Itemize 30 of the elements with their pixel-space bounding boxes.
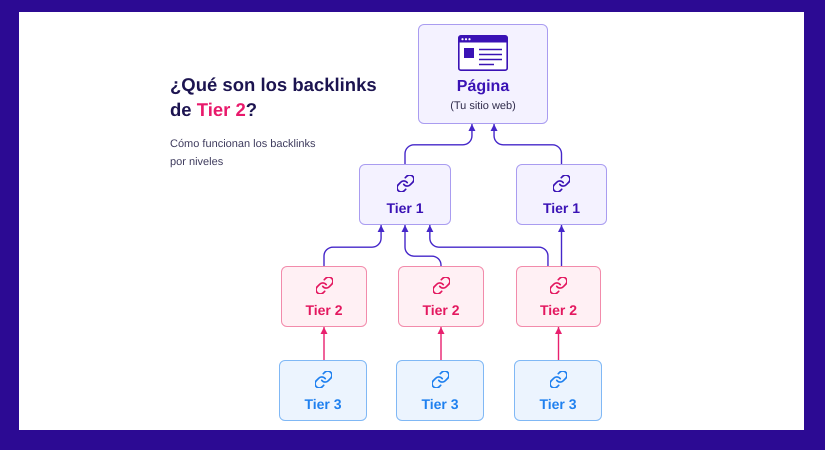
tier-box (514, 360, 602, 421)
node-subtitle: (Tu sitio web) (450, 99, 516, 113)
tier-box (516, 164, 607, 225)
tier-label: Tier 3 (304, 395, 342, 413)
arrow (426, 225, 549, 266)
tier-box (279, 360, 367, 421)
tier-box (281, 266, 367, 327)
tier-label: Tier 3 (421, 395, 459, 413)
arrow (323, 225, 385, 266)
tier-label: Tier 2 (305, 301, 343, 319)
arrow (555, 327, 562, 360)
tier-label: Tier 2 (422, 301, 460, 319)
tier-label: Tier 2 (540, 301, 578, 319)
node-title: Página (456, 77, 510, 97)
tier-label: Tier 3 (539, 395, 577, 413)
title: ¿Qué son los backlinks de Tier 2? (170, 73, 378, 122)
arrow (402, 225, 442, 266)
tier-box (398, 266, 484, 327)
arrow (404, 124, 476, 164)
arrow (490, 124, 562, 164)
tier-label: Tier 1 (542, 199, 580, 217)
tier-box (516, 266, 601, 327)
arrow (558, 225, 565, 266)
arrow (438, 327, 444, 360)
tier-box (396, 360, 484, 421)
tier-label: Tier 1 (386, 199, 424, 217)
arrow (320, 327, 328, 360)
subtitle: Cómo funcionan los backlinks por niveles (170, 137, 317, 170)
page-box (418, 24, 548, 124)
tier-box (359, 164, 451, 225)
